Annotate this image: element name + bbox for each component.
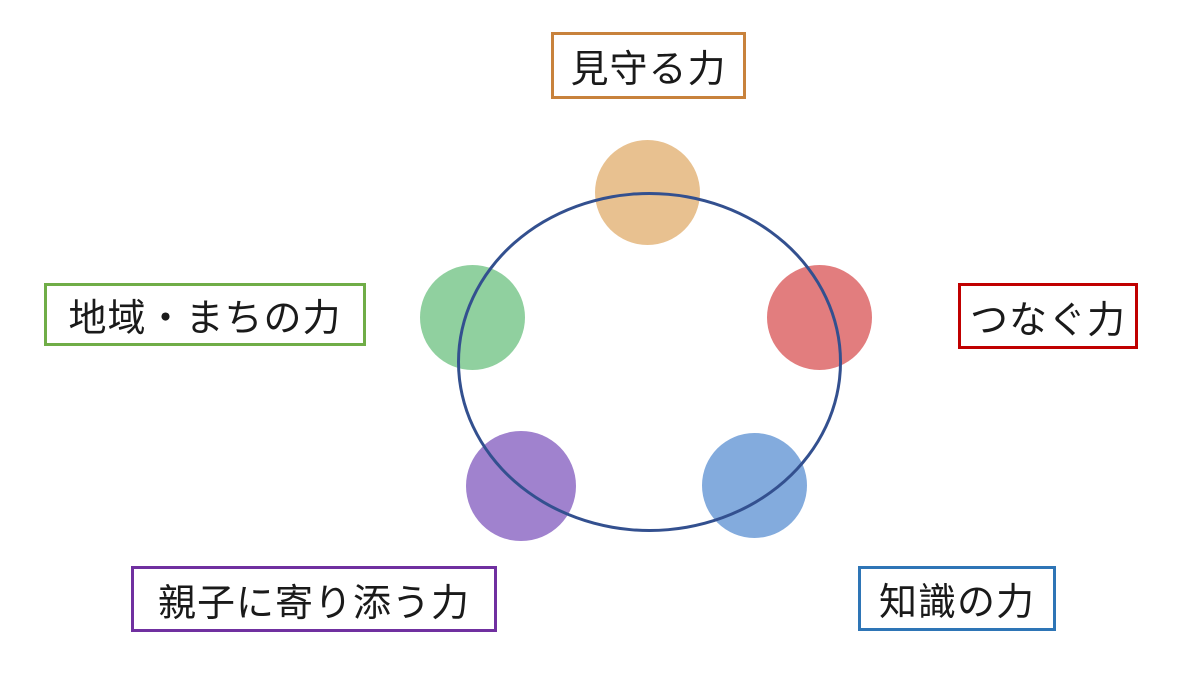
label-box-connect-power: つなぐ力: [958, 283, 1138, 349]
label-text-watch-power: 見守る力: [570, 49, 727, 91]
label-box-knowledge-power: 知識の力: [858, 566, 1056, 631]
label-text-connect-power: つなぐ力: [969, 299, 1126, 342]
label-text-empathy-power: 親子に寄り添う力: [157, 582, 470, 625]
label-text-community-power: 地域・まちの力: [68, 298, 342, 340]
label-box-empathy-power: 親子に寄り添う力: [131, 566, 497, 632]
label-box-community-power: 地域・まちの力: [44, 283, 366, 346]
label-text-knowledge-power: 知識の力: [878, 582, 1035, 624]
label-box-watch-power: 見守る力: [551, 32, 746, 99]
circle-outline: [457, 192, 842, 532]
